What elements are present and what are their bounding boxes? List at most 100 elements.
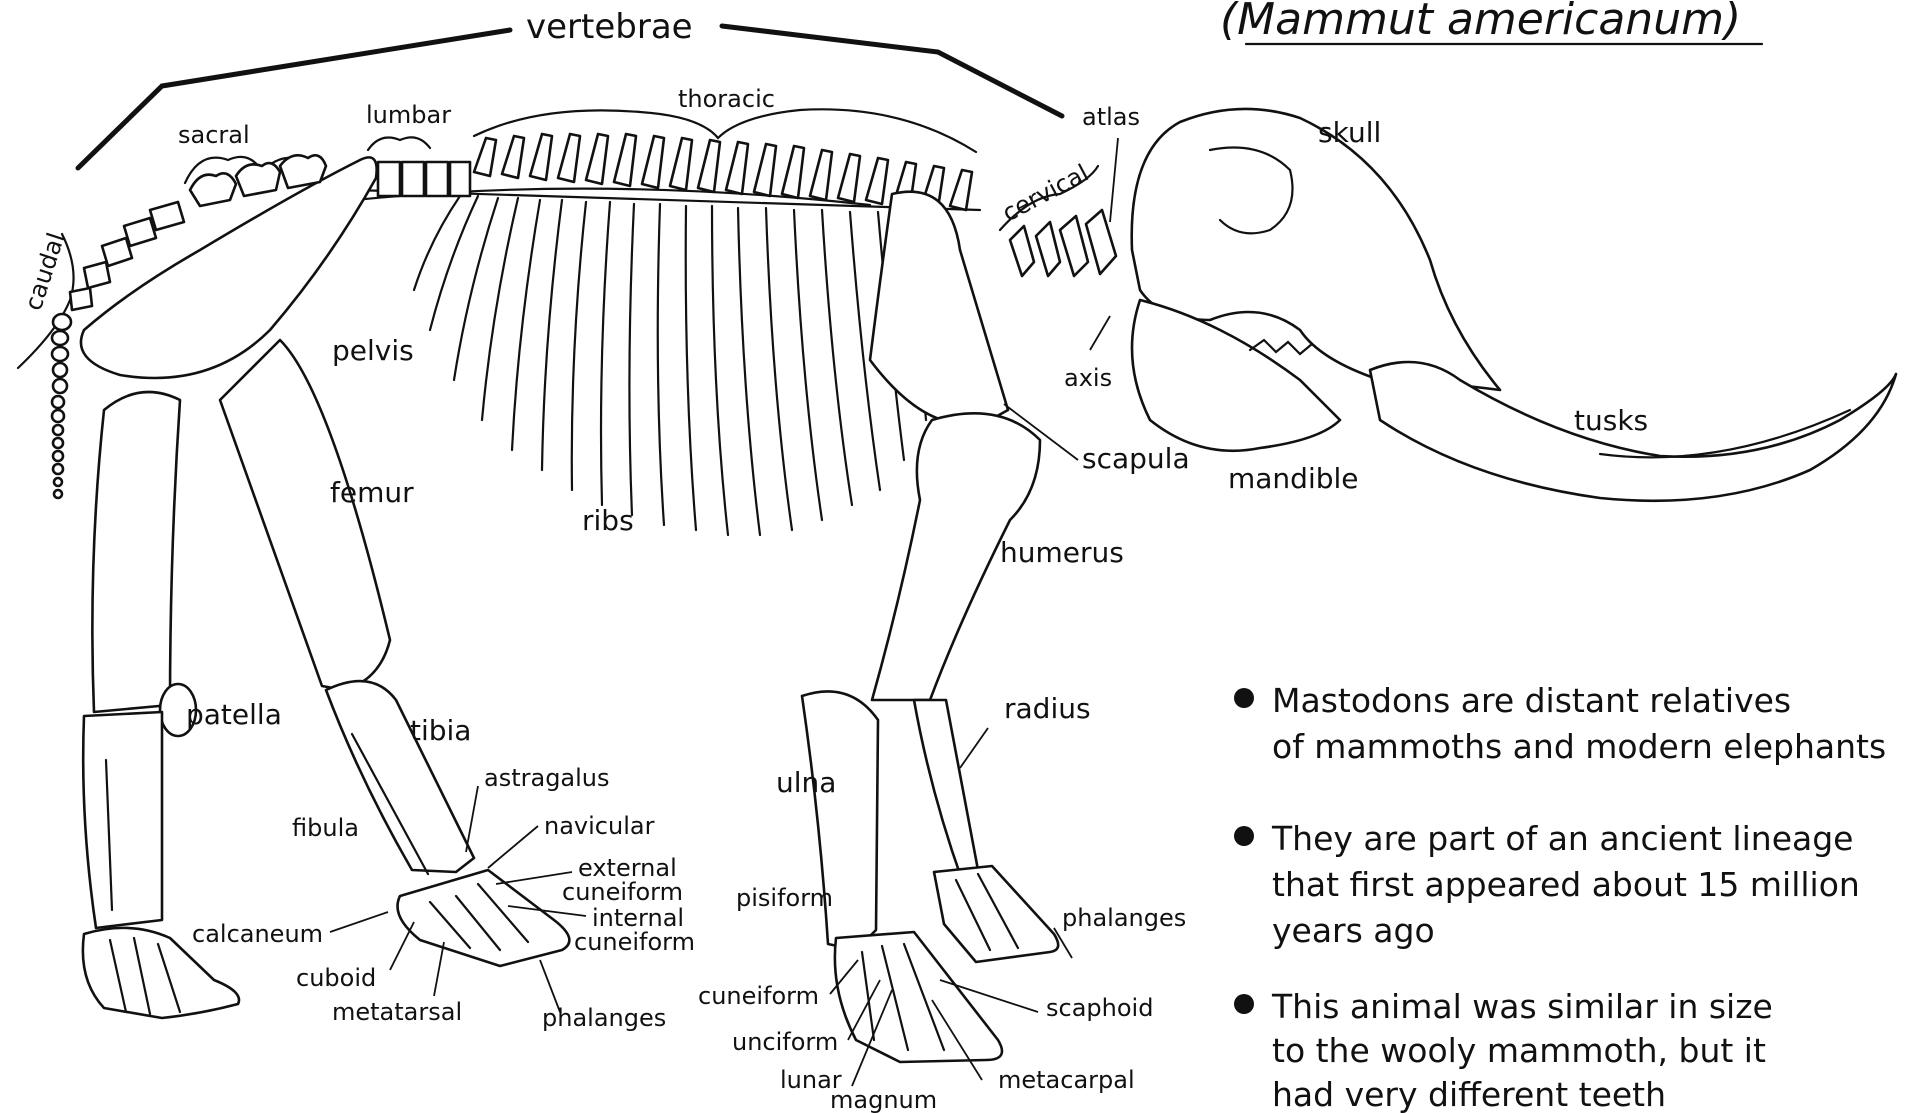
rib (414, 196, 460, 290)
cervical-vertebra (1086, 210, 1116, 274)
cuboid-leader (390, 922, 414, 970)
fact-line: Mastodons are distant relatives (1272, 681, 1791, 720)
caudal-vertebra (53, 314, 71, 330)
label-ulna: ulna (776, 766, 836, 799)
thoracic-spine (642, 136, 664, 188)
label-internal-cuneiform-line2: cuneiform (574, 928, 695, 956)
metatarsal-leader (434, 942, 444, 996)
caudal-vertebra (53, 438, 63, 448)
caudal-vertebra (53, 379, 67, 393)
calcaneum-leader (330, 912, 388, 932)
rib-cage (414, 196, 926, 535)
thoracic-spine (726, 142, 748, 194)
thoracic-spine (782, 146, 804, 198)
lumbar-vertebra (402, 162, 424, 196)
external-cuneiform-leader (496, 872, 572, 884)
thoracic-spine (670, 138, 692, 190)
radius-bone (914, 700, 978, 880)
sacral-vertebra (236, 163, 280, 196)
rib (712, 206, 728, 535)
fact-line: had very different teeth (1272, 1075, 1666, 1113)
fact-line: This animal was similar in size (1271, 987, 1773, 1026)
label-vertebrae: vertebrae (526, 7, 693, 47)
cervical-vertebrae (1010, 210, 1116, 276)
caudal-vertebra (54, 490, 62, 498)
label-mandible: mandible (1228, 462, 1359, 495)
fact-line: years ago (1272, 911, 1435, 950)
label-skull: skull (1318, 116, 1381, 149)
thoracic-spine (754, 144, 776, 196)
label-tibia: tibia (410, 714, 471, 747)
rib (658, 204, 664, 525)
label-sacral: sacral (178, 121, 250, 149)
thoracic-spine (586, 134, 608, 184)
fact-line: to the wooly mammoth, but it (1272, 1031, 1766, 1070)
fact-line: of mammoths and modern elephants (1272, 727, 1886, 766)
near-femur (92, 392, 180, 712)
axis-leader (1090, 316, 1110, 350)
label-tusks: tusks (1574, 404, 1648, 437)
caudal-vertebra (150, 202, 184, 230)
thoracic-spine (698, 140, 720, 192)
caudal-vertebra (52, 347, 68, 361)
label-phalanges-fore: phalanges (1062, 904, 1186, 932)
label-patella: patella (186, 698, 282, 731)
label-fibula: fibula (292, 814, 359, 842)
label-ribs: ribs (582, 504, 634, 537)
skeleton (52, 109, 1896, 1062)
label-astragalus: astragalus (484, 764, 610, 792)
label-caudal: caudal (19, 229, 70, 313)
navicular-leader (488, 826, 538, 868)
scapula-bone (870, 192, 1008, 424)
far-femur (220, 340, 390, 690)
caudal-vertebra (52, 410, 64, 422)
thoracic-spine (558, 134, 580, 182)
species-title: (Mammut americanum) (1220, 0, 1741, 45)
label-femur: femur (330, 476, 414, 509)
skull (1132, 109, 1896, 501)
caudal-vertebra (52, 396, 64, 408)
label-metacarpal: metacarpal (998, 1066, 1135, 1094)
cervical-vertebra (1010, 226, 1034, 276)
fact-line: They are part of an ancient lineage (1271, 819, 1853, 858)
near-tibia (83, 712, 162, 928)
label-lumbar: lumbar (366, 101, 451, 129)
label-thoracic: thoracic (678, 85, 775, 113)
far-hind-leg (220, 340, 569, 966)
astragalus-leader (466, 786, 478, 852)
bullet-icon (1234, 994, 1254, 1014)
thoracic-spine (614, 134, 636, 186)
rib (512, 200, 540, 450)
caudal-vertebra (52, 331, 68, 345)
label-calcaneum: calcaneum (192, 920, 323, 948)
rib (542, 200, 562, 470)
rib (601, 202, 610, 505)
lumbar-vertebra (450, 162, 470, 196)
radius-leader (960, 728, 988, 768)
caudal-vertebra (53, 363, 67, 377)
lumbar-vertebra (378, 162, 400, 196)
lumbar-vertebra (426, 162, 448, 196)
lumbar-vertebrae (378, 162, 470, 196)
lumbar-bracket (368, 137, 430, 150)
facts: Mastodons are distant relatives of mammo… (1234, 681, 1886, 1113)
thoracic-spine (950, 170, 972, 210)
label-scaphoid: scaphoid (1046, 994, 1153, 1022)
fact-line: that first appeared about 15 million (1272, 865, 1860, 904)
label-cuneiform-fore: cuneiform (698, 982, 819, 1010)
caudal-vertebra (54, 478, 62, 486)
label-pisiform: pisiform (736, 884, 833, 912)
label-magnum: magnum (830, 1086, 937, 1113)
fact-item: They are part of an ancient lineage that… (1234, 819, 1860, 950)
label-axis: axis (1064, 364, 1112, 392)
bullet-icon (1234, 826, 1254, 846)
caudal-vertebra (124, 218, 156, 246)
thoracic-spine (474, 138, 496, 176)
spine (355, 134, 980, 210)
label-cuboid: cuboid (296, 964, 376, 992)
thoracic-spine (810, 150, 832, 200)
label-humerus: humerus (1000, 536, 1124, 569)
cervical-vertebra (1060, 216, 1088, 276)
far-tibia (326, 681, 474, 872)
